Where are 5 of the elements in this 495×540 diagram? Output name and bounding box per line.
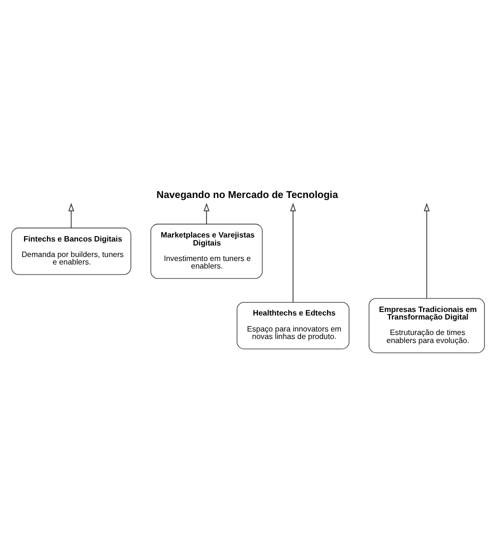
- diagram-title: Navegando no Mercado de Tecnologia: [156, 189, 338, 200]
- arrow: [423, 202, 430, 298]
- arrow: [203, 202, 209, 224]
- arrow: [68, 202, 74, 228]
- arrow: [290, 202, 296, 302]
